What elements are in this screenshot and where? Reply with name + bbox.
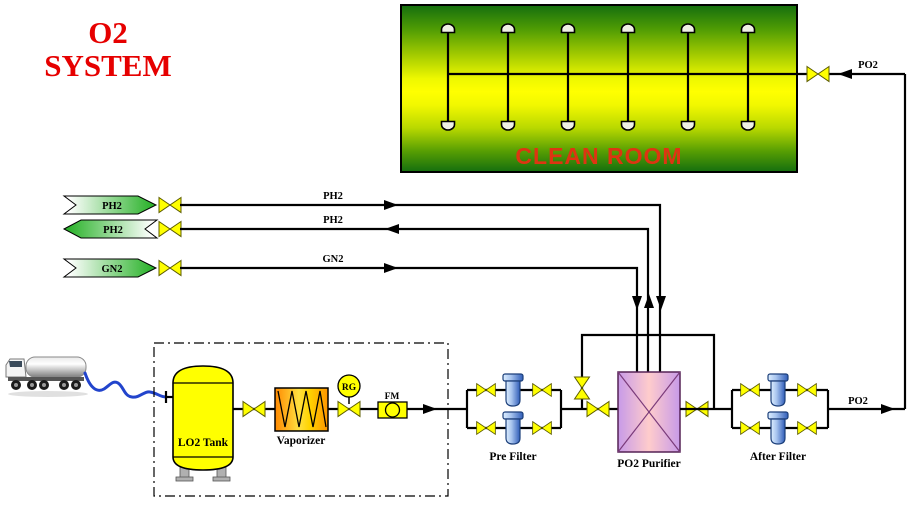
valve-icon [476,421,496,435]
gn2-supply-banner [62,258,158,278]
tool-station-icon [440,22,456,132]
fill-hose [83,371,168,399]
po2-output-label: PO2 [848,396,868,407]
ph2-return-pipe [180,227,650,372]
regulator-bulb-icon [337,374,361,398]
valve-icon [532,421,552,435]
lo2-tank: LO2 Tank [172,365,234,482]
po2-top-label: PO2 [858,60,878,71]
tank-label: LO2 Tank [178,437,229,449]
po2-feed-to-cleanroom: PO2 [806,60,907,409]
purifier-diagonal [617,371,681,453]
truck-tank [25,356,87,378]
after-filter-label: After Filter [750,451,806,463]
ph2-supply-line-label: PH2 [323,191,343,202]
flow-arrow-icon [632,296,642,310]
valve-icon [476,383,496,397]
clean-room-stations [440,22,807,132]
flow-meter-dial-icon [384,402,401,418]
ph2-return-line-label: PH2 [323,215,343,226]
flow-arrow-icon [384,200,398,210]
tool-station-icon [740,22,756,132]
pressure-regulator: RG [337,374,361,417]
tanker-truck [5,356,88,397]
valve-icon [806,66,830,82]
ph2-supply-banner-label: PH2 [102,201,122,212]
flow-arrow-icon [838,69,852,79]
purifier-section: PO2 Purifier [574,333,716,470]
valve-icon [797,421,817,435]
clean-room-box: CLEAN ROOM [400,4,798,173]
valve-icon [740,421,760,435]
truck-window [9,361,22,367]
valve-icon [740,383,760,397]
tank-legs [175,465,231,482]
gas-supply-banners: PH2 PH2 GN2 [62,195,182,278]
filter-cartridge-icon [767,411,789,445]
flow-arrow-icon [881,404,895,414]
clean-room-label: CLEAN ROOM [515,143,683,169]
flow-arrow-icon [644,294,654,308]
pre-filter-bank: Pre Filter [465,373,563,463]
page-title: O2 SYSTEM [26,16,190,83]
flow-arrow-icon [423,404,437,414]
valve-icon [242,401,266,417]
flow-arrow-icon [384,263,398,273]
regulator-label: RG [342,383,357,393]
valve-icon [158,197,182,213]
ph2-supply-banner [62,195,158,215]
gn2-supply-pipe [180,266,639,372]
title-line1: O2 [88,15,128,50]
title-line2: SYSTEM [44,48,172,84]
vaporizer-label: Vaporizer [277,435,326,447]
filter-cartridge-icon [502,373,524,407]
bypass-valve-icon [574,376,590,400]
gn2-supply-banner-label: GN2 [102,264,123,275]
valve-icon [797,383,817,397]
tank-body [172,365,234,471]
ph2-return-banner [62,219,159,239]
ph2-return-banner-label: PH2 [103,225,123,236]
tool-station-icon [500,22,516,132]
bypass-pipe [580,333,716,409]
valve-icon [586,401,610,417]
skid-boundary [153,342,449,497]
valve-icon [158,221,182,237]
after-filter-bank: After Filter [730,373,830,463]
truck-wheels [11,380,81,390]
vaporizer: Vaporizer [274,387,329,447]
tool-station-icon [620,22,636,132]
vaporizer-coil-icon [277,390,327,428]
pre-filter-label: Pre Filter [489,451,536,463]
valve-icon [532,383,552,397]
flow-meter: FM [377,392,408,419]
po2-output: PO2 [828,396,905,414]
ph2-supply-pipe [180,203,662,372]
gas-lines: PH2 PH2 GN2 [180,191,666,372]
flow-arrow-icon [385,224,399,234]
truck-shadow [8,391,88,397]
purifier-label: PO2 Purifier [617,458,681,470]
filter-cartridge-icon [767,373,789,407]
filter-cartridge-icon [502,411,524,445]
flow-meter-label: FM [385,392,400,402]
gn2-supply-line-label: GN2 [323,254,344,265]
tool-station-icon [680,22,696,132]
tool-station-icon [560,22,576,132]
valve-icon [158,260,182,276]
flow-arrow-icon [656,296,666,310]
truck-chassis [8,377,84,381]
